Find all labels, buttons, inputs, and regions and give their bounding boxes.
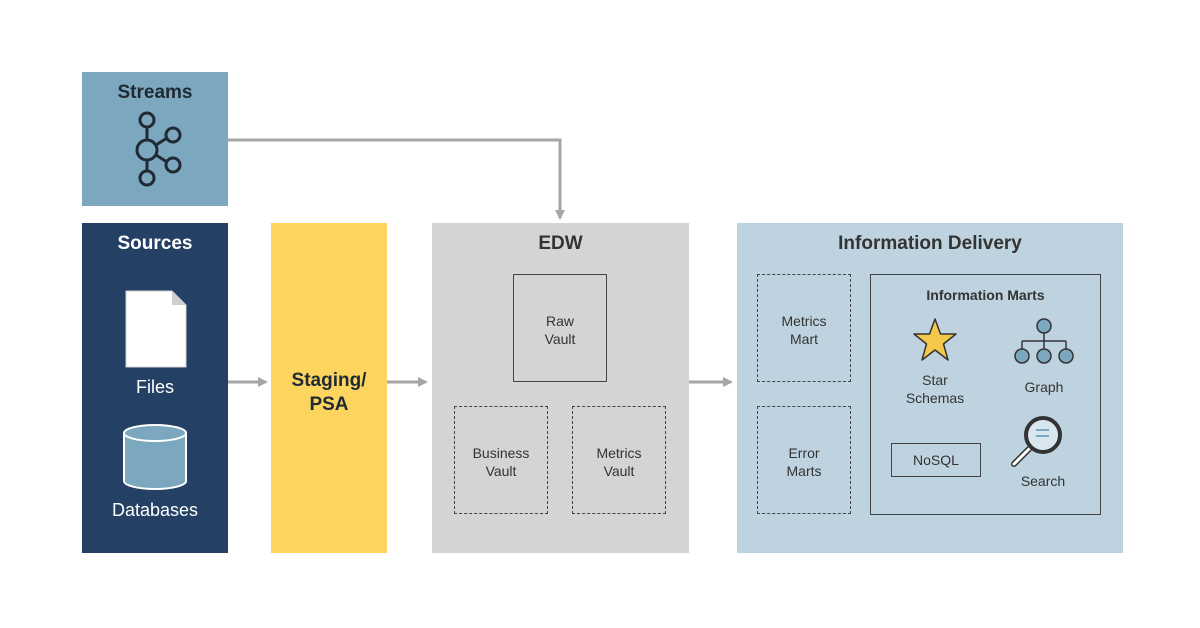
staging-psa-box: Staging/ PSA bbox=[271, 223, 387, 553]
metrics-mart-box: Metrics Mart bbox=[757, 274, 851, 382]
nosql-box: NoSQL bbox=[891, 443, 981, 477]
streams-to-edw-arrow bbox=[228, 138, 565, 220]
streams-title: Streams bbox=[117, 82, 193, 103]
kafka-network-icon bbox=[135, 111, 182, 187]
nosql-label: NoSQL bbox=[913, 452, 959, 468]
graph-icon bbox=[1014, 318, 1074, 364]
information-delivery-title: Information Delivery bbox=[838, 233, 1022, 254]
star-schemas-label: Star Schemas bbox=[905, 372, 965, 406]
information-delivery-box: Information Delivery Metrics Mart Error … bbox=[737, 223, 1123, 553]
databases-label: Databases bbox=[111, 500, 199, 520]
error-marts-label: Error Marts bbox=[786, 445, 822, 479]
business-vault-label: Business Vault bbox=[472, 445, 530, 479]
database-icon bbox=[123, 424, 187, 490]
search-icon bbox=[1011, 416, 1062, 467]
sources-title: Sources bbox=[117, 233, 193, 254]
metrics-mart-label: Metrics Mart bbox=[781, 313, 827, 347]
star-icon bbox=[913, 318, 957, 361]
search-label: Search bbox=[1020, 473, 1066, 489]
files-label: Files bbox=[135, 377, 174, 397]
metrics-vault-label: Metrics Vault bbox=[596, 445, 642, 479]
error-marts-box: Error Marts bbox=[757, 406, 851, 514]
edw-box: EDW Raw Vault Business Vault Metrics Vau… bbox=[432, 223, 689, 553]
sources-box: Sources Files Databases bbox=[82, 223, 228, 553]
staging-psa-title: Staging/ PSA bbox=[291, 370, 367, 415]
raw-vault-box: Raw Vault bbox=[513, 274, 607, 382]
information-marts-title: Information Marts bbox=[926, 287, 1045, 303]
metrics-vault-box: Metrics Vault bbox=[572, 406, 666, 514]
streams-box: Streams bbox=[82, 72, 228, 206]
file-icon bbox=[125, 290, 187, 368]
graph-label: Graph bbox=[1024, 379, 1064, 395]
business-vault-box: Business Vault bbox=[454, 406, 548, 514]
raw-vault-label: Raw Vault bbox=[544, 313, 576, 347]
edw-title: EDW bbox=[538, 233, 583, 254]
information-marts-box: Information Marts Star Schemas Graph NoS… bbox=[870, 274, 1101, 515]
